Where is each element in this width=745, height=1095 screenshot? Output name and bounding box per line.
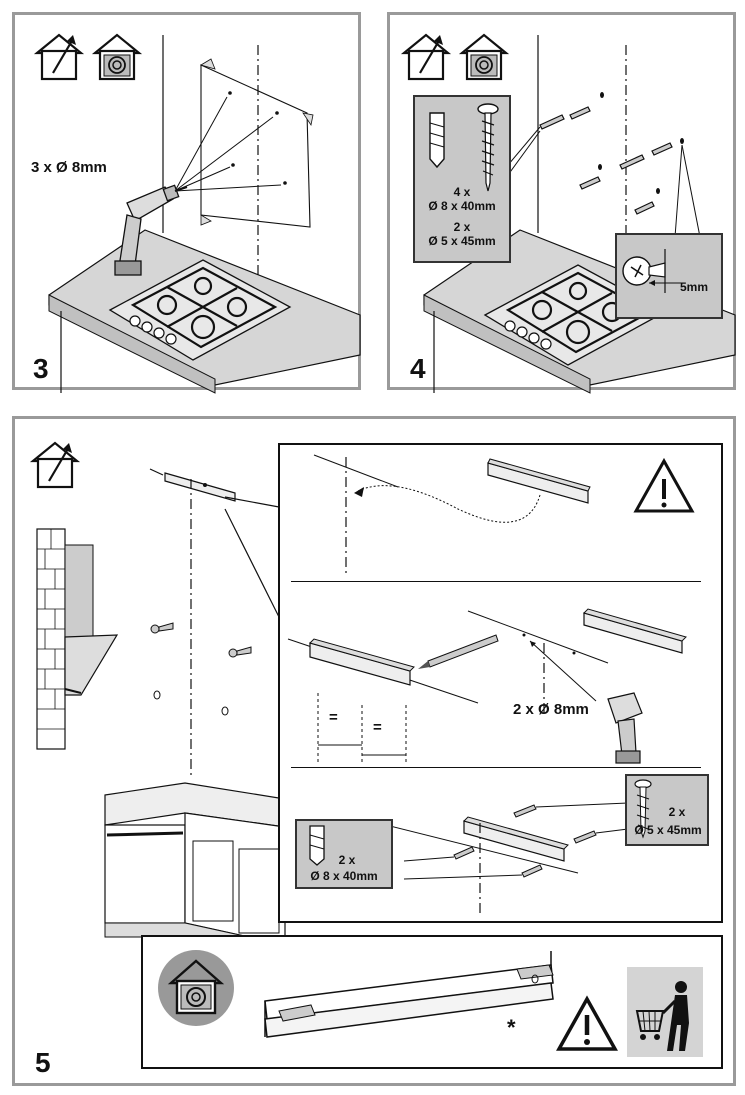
house-outlet-icon [33, 33, 85, 81]
gap-label: 5mm [680, 280, 709, 294]
wall-plug-icon [309, 825, 325, 866]
warning-icon [556, 995, 618, 1051]
house-recirculation-icon [458, 33, 510, 81]
house-outlet-icon [400, 33, 452, 81]
house-recirculation-icon [158, 950, 234, 1026]
screw-gap-icon [622, 249, 683, 293]
house-outlet-icon [29, 441, 81, 489]
zoom-lines [224, 496, 280, 618]
screw-quantity: 2 x [668, 805, 686, 819]
equal-mark-1: = [329, 709, 338, 726]
step-number: 5 [35, 1047, 51, 1078]
drill-size-label: 2 x Ø 8mm [513, 701, 589, 718]
shopping-trolley-icon [627, 967, 703, 1057]
bracket-drawing [264, 951, 554, 1038]
plug-size: Ø 8 x 40mm [428, 199, 496, 213]
divider-1 [291, 581, 701, 582]
wall-plug-icon [429, 112, 445, 169]
step-3-panel: 3 x Ø 8mm 3 [12, 12, 361, 394]
step-number: 3 [33, 353, 49, 384]
drill-icon [114, 184, 188, 276]
step-number: 4 [410, 353, 426, 384]
equal-mark-2: = [373, 719, 382, 736]
kitchen-scene [36, 468, 286, 960]
asterisk-mark: * [507, 1015, 516, 1040]
plug-size: Ø 8 x 40mm [310, 869, 378, 883]
detail-drawings [287, 454, 695, 913]
step-4-panel: 4 x Ø 8 x 40mm 2 x Ø 5 x 45mm 5mm 4 [387, 12, 736, 394]
step-5-panel: 2 x Ø 5 x 45mm 2 x Ø 8 x 40mm = = 2 x Ø … [12, 416, 736, 1086]
screw-size: Ø 5 x 45mm [428, 234, 496, 248]
screw-icon [477, 103, 499, 192]
wall-drawing [48, 35, 361, 394]
drill-size-label: 3 x Ø 8mm [31, 159, 107, 176]
plug-quantity: 4 x [453, 185, 471, 199]
gap-detail-callout [615, 233, 723, 319]
divider-2 [291, 767, 701, 768]
screw-size: Ø 5 x 45mm [634, 823, 702, 837]
plug-quantity: 2 x [338, 853, 356, 867]
screw-quantity: 2 x [453, 220, 471, 234]
screw-icon [634, 779, 652, 839]
house-recirculation-icon [91, 33, 143, 81]
